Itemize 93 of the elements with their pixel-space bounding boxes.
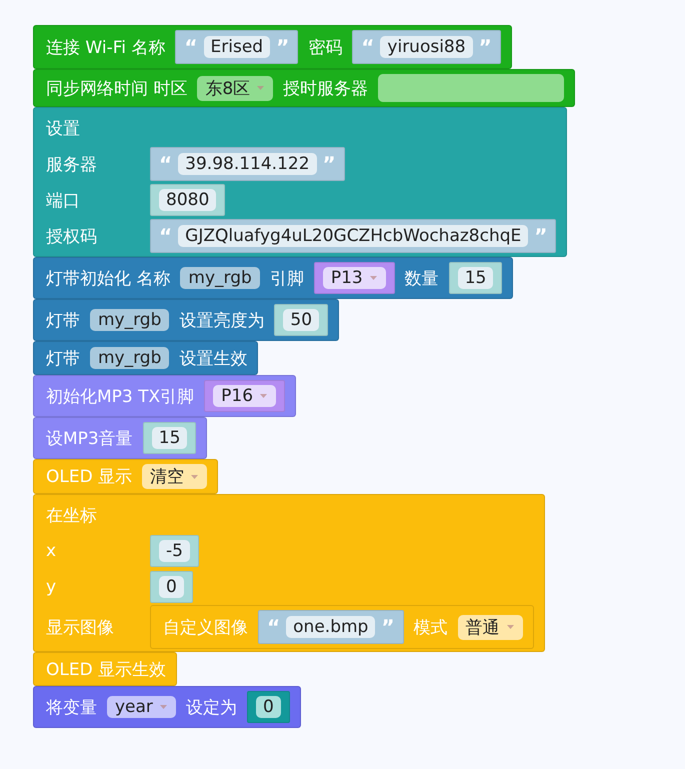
number-block	[150, 571, 193, 603]
number-value: -5	[159, 540, 190, 562]
text-value-block	[175, 30, 298, 64]
variable-name: my_rgb	[98, 310, 162, 330]
block-label: 授时服务器	[283, 78, 368, 100]
block-label: 密码	[308, 36, 342, 58]
quote-mark: ”	[534, 224, 548, 248]
code-block	[33, 375, 296, 417]
block-label: 灯带	[46, 310, 80, 332]
code-block	[33, 341, 258, 375]
block-label: OLED 显示生效	[46, 658, 166, 680]
block-label: 引脚	[270, 268, 304, 290]
code-block	[33, 459, 218, 494]
quote-mark: ”	[381, 615, 394, 639]
dropdown-value: 东8区	[205, 78, 250, 100]
dropdown-value: P13	[330, 268, 363, 288]
dropdown-value: 清空	[150, 466, 184, 488]
block-label: 自定义图像	[163, 616, 248, 638]
block-label: 数量	[404, 268, 439, 290]
number-value: 8080	[159, 189, 216, 211]
block-label: 灯带	[46, 348, 80, 370]
dropdown-field	[458, 614, 522, 640]
number-value: 50	[283, 309, 320, 331]
quote-mark: ”	[276, 35, 290, 59]
number-value: 15	[152, 427, 188, 449]
number-block	[448, 262, 502, 294]
block-label: 设置	[46, 118, 81, 140]
quote-mark: “	[361, 35, 374, 59]
block-label: 设置亮度为	[179, 310, 264, 332]
variable-name: my_rgb	[98, 348, 162, 368]
number-block	[142, 422, 196, 454]
code-block	[33, 257, 514, 299]
number-value: 0	[159, 576, 184, 598]
dropdown-field	[142, 464, 208, 489]
text-field	[378, 74, 564, 102]
block-label: 服务器	[46, 154, 98, 176]
dropdown-value: year	[115, 697, 153, 717]
code-block	[150, 605, 534, 649]
block-label: 在坐标	[46, 504, 98, 526]
pin-block	[204, 380, 286, 412]
text-value-block	[352, 30, 501, 64]
dropdown-value: 普通	[466, 616, 500, 638]
block-label: 初始化MP3 TX引脚	[46, 386, 194, 408]
code-block	[33, 686, 301, 728]
dropdown-value: P16	[221, 386, 254, 406]
text-value-block	[258, 610, 404, 644]
block-label: OLED 显示	[46, 466, 132, 488]
code-block	[33, 107, 568, 257]
variable-field	[180, 267, 260, 289]
dropdown-field	[197, 76, 274, 100]
text-value: yiruosi88	[380, 36, 473, 58]
block-label: 设MP3音量	[46, 428, 133, 450]
pin-block	[314, 262, 395, 294]
block-label: 显示图像	[46, 616, 115, 638]
text-value: one.bmp	[286, 616, 376, 638]
dropdown-field	[107, 696, 176, 718]
quote-mark: ”	[478, 35, 492, 59]
block-label: 模式	[414, 616, 448, 638]
quote-mark: “	[159, 224, 172, 248]
block-label: 连接 Wi-Fi 名称	[46, 36, 166, 58]
quote-mark: “	[267, 615, 280, 639]
code-block	[33, 25, 512, 69]
code-block	[33, 69, 576, 107]
text-value: 39.98.114.122	[178, 153, 317, 175]
block-label: 将变量	[46, 696, 97, 718]
number-block	[274, 304, 328, 336]
quote-mark: ”	[322, 152, 336, 176]
variable-name: my_rgb	[188, 268, 252, 288]
block-label: 端口	[46, 190, 81, 212]
block-label: y	[46, 577, 58, 597]
block-label: 设定为	[186, 696, 237, 718]
number-value: 15	[458, 267, 494, 289]
variable-field	[90, 347, 170, 369]
number-block	[150, 535, 199, 567]
text-value: Erised	[204, 36, 270, 58]
code-block	[33, 417, 208, 459]
text-value-block	[150, 219, 556, 253]
number-block	[246, 691, 290, 723]
block-label: 授权码	[46, 226, 98, 248]
number-value: 0	[256, 696, 281, 718]
code-block	[33, 652, 178, 686]
quote-mark: “	[159, 152, 172, 176]
code-block	[33, 494, 544, 652]
number-block	[150, 184, 226, 216]
quote-mark: “	[184, 35, 198, 59]
code-block	[33, 299, 340, 341]
block-label: 设置生效	[179, 348, 248, 370]
text-value-block	[150, 147, 345, 181]
variable-field	[90, 309, 170, 331]
block-label: 同步网络时间 时区	[46, 78, 188, 100]
block-label: x	[46, 541, 58, 561]
text-value: GJZQluafyg4uL20GCZHcbWochaz8chqE	[178, 225, 528, 247]
block-label: 灯带初始化 名称	[46, 268, 170, 290]
